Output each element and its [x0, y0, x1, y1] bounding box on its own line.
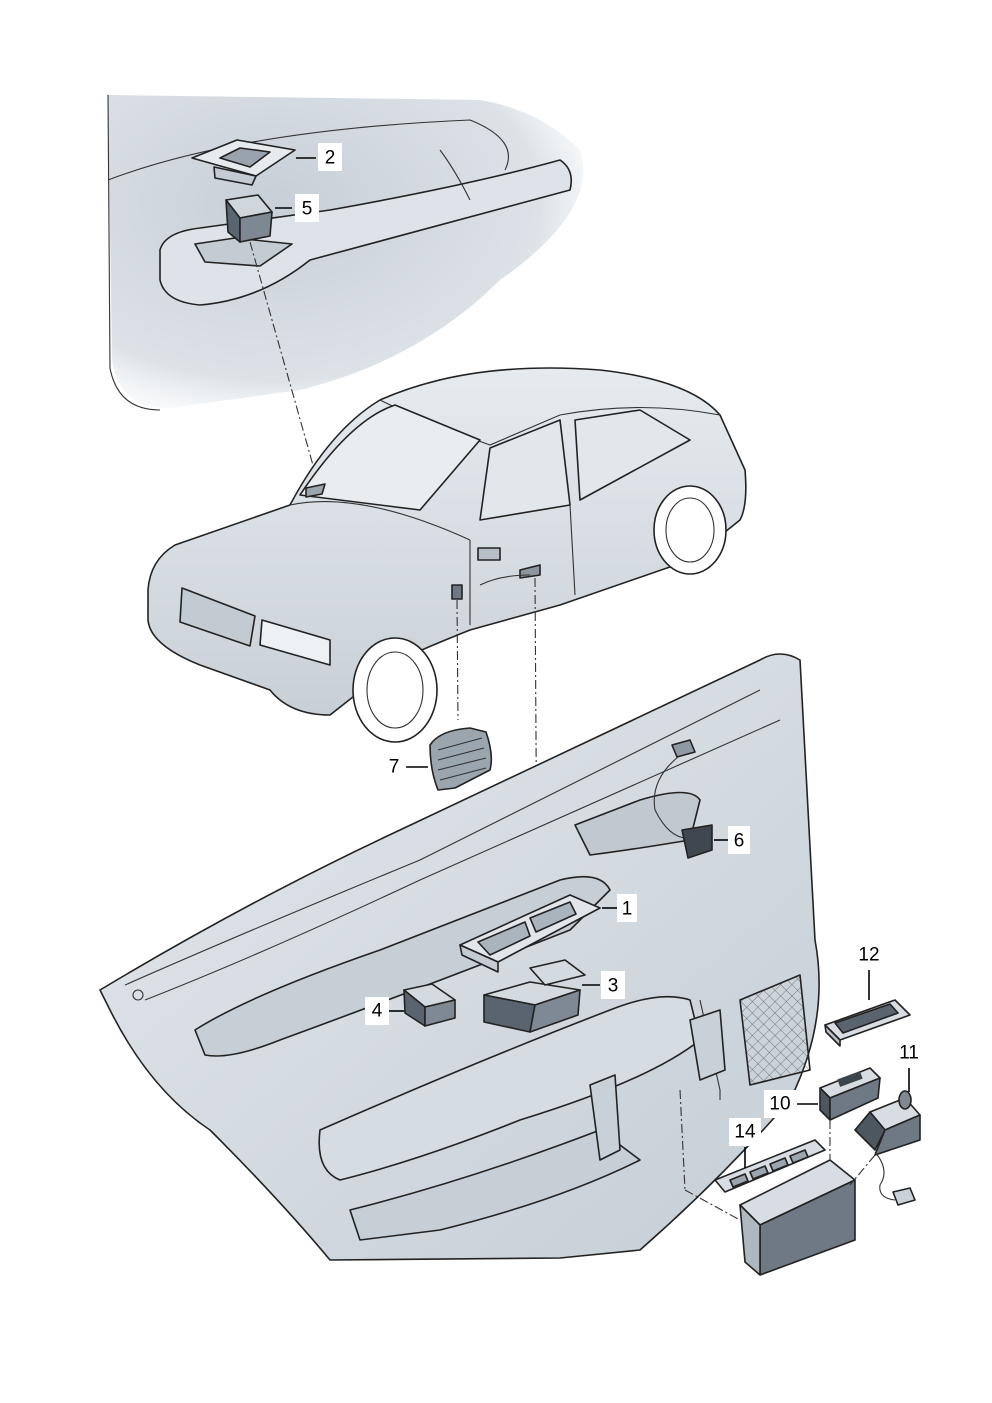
- single-window-switch-icon: [403, 983, 456, 1027]
- control-unit-icon: [819, 1067, 881, 1121]
- callout-4[interactable]: 4: [365, 997, 404, 1025]
- rear-window-switch-icon: [225, 194, 273, 243]
- callout-1[interactable]: 1: [602, 894, 637, 922]
- callout-10-label: 10: [769, 1094, 790, 1115]
- callout-14[interactable]: 14: [729, 1118, 761, 1168]
- callout-2[interactable]: 2: [296, 143, 342, 171]
- callout-2-label: 2: [325, 148, 336, 169]
- callout-7[interactable]: 7: [382, 753, 428, 781]
- mirror-adjust-switch-icon: [854, 1090, 921, 1206]
- callout-14-label: 14: [734, 1122, 756, 1143]
- callout-11[interactable]: 11: [893, 1039, 925, 1092]
- callout-12[interactable]: 12: [853, 941, 885, 1000]
- rear-door-detail-view: [107, 94, 584, 411]
- double-window-switch-icon: [483, 959, 586, 1033]
- callout-12-label: 12: [858, 945, 879, 966]
- memory-button-strip-icon: [714, 1139, 826, 1193]
- front-door-trim-panel: [99, 653, 820, 1261]
- callout-11-label: 11: [899, 1043, 919, 1064]
- car-illustration: [147, 367, 747, 743]
- callout-6[interactable]: 6: [714, 826, 750, 854]
- door-handle-switch-harness-icon: [653, 739, 713, 859]
- callout-3[interactable]: 3: [582, 971, 625, 999]
- callout-6-label: 6: [734, 831, 745, 852]
- callout-4-label: 4: [372, 1001, 383, 1022]
- switch-bezel-icon: [191, 139, 296, 186]
- callout-10[interactable]: 10: [764, 1090, 818, 1118]
- callout-7-label: 7: [389, 757, 400, 778]
- door-storage-pocket-icon: [739, 1159, 856, 1276]
- callout-5[interactable]: 5: [275, 194, 319, 222]
- window-switch-panel-icon: [459, 894, 601, 973]
- callout-5-label: 5: [302, 199, 313, 220]
- door-contact-switch-icon: [429, 727, 493, 791]
- courtesy-light-icon: [824, 999, 911, 1047]
- callout-3-label: 3: [608, 976, 619, 997]
- callout-1-label: 1: [622, 899, 633, 920]
